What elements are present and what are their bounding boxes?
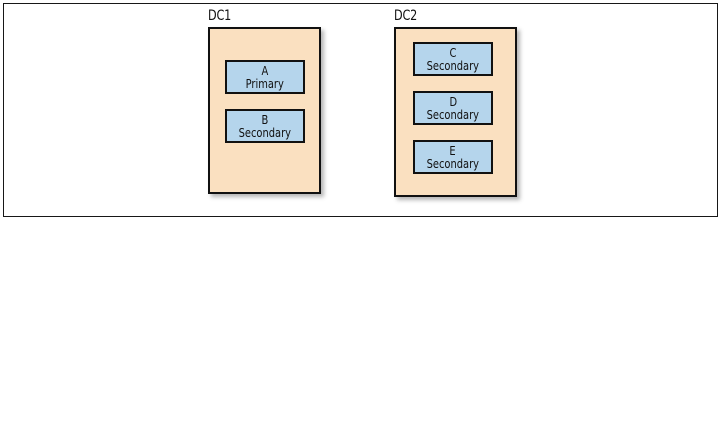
node-c-id: C <box>449 44 457 60</box>
datacenter-group-dc1: DC1 A Primary B Secondary <box>208 9 333 204</box>
figure-frame: DC1 A Primary B Secondary DC2 C Secondar… <box>3 3 718 217</box>
node-d-id: D <box>449 93 457 109</box>
node-c-role: Secondary <box>426 57 480 73</box>
node-e-role: Secondary <box>426 155 480 171</box>
node-b[interactable]: B Secondary <box>225 109 305 143</box>
datacenter-container-dc2[interactable]: C Secondary D Secondary E Secondary <box>394 27 517 197</box>
node-a-role: Primary <box>245 75 285 91</box>
datacenter-label-dc2: DC2 <box>394 8 418 24</box>
node-a-id: A <box>261 62 269 78</box>
datacenter-label-dc1: DC1 <box>208 8 232 24</box>
node-b-id: B <box>261 111 269 127</box>
node-d[interactable]: D Secondary <box>413 91 493 125</box>
node-c[interactable]: C Secondary <box>413 42 493 76</box>
node-b-role: Secondary <box>238 124 292 140</box>
node-d-role: Secondary <box>426 106 480 122</box>
datacenter-container-dc1[interactable]: A Primary B Secondary <box>208 27 321 194</box>
node-e-id: E <box>449 142 457 158</box>
datacenter-group-dc2: DC2 C Secondary D Secondary E Secondary <box>394 9 529 207</box>
node-e[interactable]: E Secondary <box>413 140 493 174</box>
node-a[interactable]: A Primary <box>225 60 305 94</box>
